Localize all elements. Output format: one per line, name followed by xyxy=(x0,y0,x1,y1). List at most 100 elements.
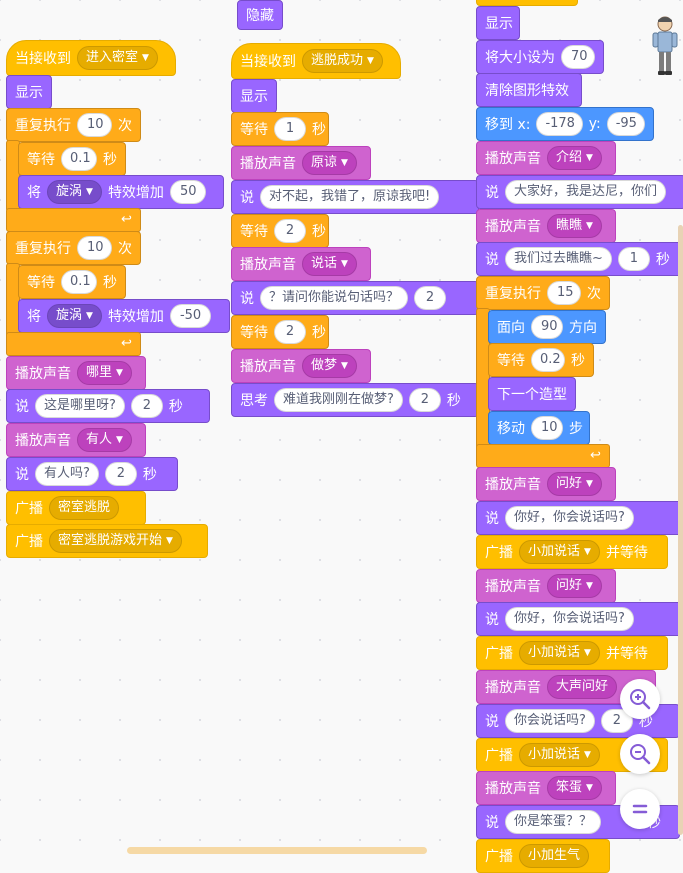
when-receive-hat-block[interactable]: 当接收到 逃脱成功▼ xyxy=(231,43,401,79)
say-text-input[interactable]: 这是哪里呀? xyxy=(35,394,125,418)
broadcast-and-wait-block[interactable]: 广播 小加说话▼ 并等待 xyxy=(476,535,668,569)
clear-effects-block[interactable]: 清除图形特效 xyxy=(476,73,582,107)
repeat-block[interactable]: 重复执行 15 次 xyxy=(476,276,610,310)
y-input[interactable]: -95 xyxy=(606,112,645,136)
set-size-block[interactable]: 将大小设为 70 xyxy=(476,40,604,74)
message-dropdown[interactable]: 密室逃脱游戏开始▼ xyxy=(49,529,182,553)
zoom-out-button[interactable] xyxy=(620,734,660,774)
wait-seconds-input[interactable]: 2 xyxy=(274,219,306,243)
wait-block[interactable]: 等待 0.2 秒 xyxy=(488,343,594,377)
play-sound-block[interactable]: 播放声音 做梦▼ xyxy=(231,349,371,383)
play-sound-block[interactable]: 播放声音 哪里▼ xyxy=(6,356,146,390)
vertical-scrollbar[interactable] xyxy=(678,225,683,835)
play-sound-block[interactable]: 播放声音 原谅▼ xyxy=(231,146,371,180)
zoom-in-button[interactable] xyxy=(620,679,660,719)
broadcast-block[interactable]: 广播 小加生气 xyxy=(476,839,610,873)
say-seconds-input[interactable]: 2 xyxy=(104,462,137,486)
direction-input[interactable]: 90 xyxy=(531,315,563,339)
wait-block[interactable]: 等待 2 秒 xyxy=(231,214,329,248)
zoom-reset-button[interactable] xyxy=(620,789,660,829)
event-block-partial[interactable] xyxy=(476,0,578,6)
when-receive-hat-block[interactable]: 当接收到 进入密室▼ xyxy=(6,40,176,76)
go-to-xy-block[interactable]: 移到 x: -178 y: -95 xyxy=(476,107,654,141)
say-block[interactable]: 说 你好，你会说话吗? xyxy=(476,602,683,636)
sound-dropdown[interactable]: 有人▼ xyxy=(77,428,132,452)
wait-seconds-input[interactable]: 1 xyxy=(274,117,306,141)
play-sound-block[interactable]: 播放声音 问好▼ xyxy=(476,569,616,603)
repeat-count-input[interactable]: 15 xyxy=(547,281,581,305)
message-dropdown[interactable]: 小加说话▼ xyxy=(519,641,600,665)
say-text-input[interactable]: 你是笨蛋？？ xyxy=(505,810,602,834)
wait-seconds-input[interactable]: 0.2 xyxy=(531,348,565,372)
play-sound-block[interactable]: 播放声音 笨蛋▼ xyxy=(476,771,616,805)
wait-seconds-input[interactable]: 0.1 xyxy=(61,147,97,171)
message-dropdown[interactable]: 小加说话▼ xyxy=(519,743,600,767)
effect-dropdown[interactable]: 旋涡▼ xyxy=(47,180,102,204)
play-sound-block[interactable]: 播放声音 问好▼ xyxy=(476,467,616,501)
play-sound-block[interactable]: 播放声音 瞧瞧▼ xyxy=(476,209,616,243)
sound-dropdown[interactable]: 问好▼ xyxy=(547,472,602,496)
message-dropdown[interactable]: 进入密室▼ xyxy=(77,46,158,70)
horizontal-scrollbar[interactable] xyxy=(127,847,427,854)
sound-dropdown[interactable]: 哪里▼ xyxy=(77,361,132,385)
play-sound-block[interactable]: 播放声音 有人▼ xyxy=(6,423,146,457)
sound-dropdown[interactable]: 介绍▼ xyxy=(547,146,602,170)
sound-dropdown[interactable]: 瞧瞧▼ xyxy=(547,214,602,238)
wait-seconds-input[interactable]: 2 xyxy=(274,320,306,344)
effect-value-input[interactable]: 50 xyxy=(169,180,207,204)
sound-dropdown[interactable]: 说话▼ xyxy=(302,252,357,276)
broadcast-block[interactable]: 广播 密室逃脱 xyxy=(6,491,146,525)
say-text-input[interactable]: 你好，你会说话吗? xyxy=(505,506,634,530)
broadcast-block[interactable]: 广播 密室逃脱游戏开始▼ xyxy=(6,524,208,558)
move-steps-block[interactable]: 移动 10 步 xyxy=(488,411,590,445)
wait-block[interactable]: 等待 0.1 秒 xyxy=(18,265,126,299)
say-seconds-input[interactable]: 2 xyxy=(130,394,163,418)
hide-block[interactable]: 隐藏 xyxy=(237,0,283,30)
say-text-input[interactable]: 你会说话吗? xyxy=(505,709,595,733)
broadcast-and-wait-block[interactable]: 广播 小加说话▼ 并等待 xyxy=(476,636,668,670)
say-block[interactable]: 说 你好，你会说话吗? xyxy=(476,501,683,535)
say-for-secs-block[interactable]: 说 我们过去瞧瞧~ 1 秒 xyxy=(476,242,683,276)
think-text-input[interactable]: 难道我刚刚在做梦? xyxy=(274,388,403,412)
size-value-input[interactable]: 70 xyxy=(561,45,595,69)
say-seconds-input[interactable]: 2 xyxy=(414,286,447,310)
sound-dropdown[interactable]: 问好▼ xyxy=(547,574,602,598)
say-seconds-input[interactable]: 1 xyxy=(617,247,650,271)
show-block[interactable]: 显示 xyxy=(6,75,52,109)
say-text-input[interactable]: 有人吗? xyxy=(35,462,99,486)
say-block[interactable]: 说 对不起，我错了，原谅我吧! xyxy=(231,180,479,214)
say-text-input[interactable]: 大家好，我是达尼，你们 xyxy=(505,180,667,204)
sound-dropdown[interactable]: 笨蛋▼ xyxy=(547,776,602,800)
effect-dropdown[interactable]: 旋涡▼ xyxy=(47,304,102,328)
wait-seconds-input[interactable]: 0.1 xyxy=(61,270,97,294)
point-in-direction-block[interactable]: 面向 90 方向 xyxy=(488,310,606,344)
message-dropdown[interactable]: 逃脱成功▼ xyxy=(302,49,383,73)
say-for-secs-block[interactable]: 说 这是哪里呀? 2 秒 xyxy=(6,389,210,423)
say-for-secs-block[interactable]: 说 ？请问你能说句话吗？ 2 xyxy=(231,281,479,315)
say-for-secs-block[interactable]: 说 有人吗? 2 秒 xyxy=(6,457,178,491)
repeat-count-input[interactable]: 10 xyxy=(77,236,112,260)
message-dropdown[interactable]: 小加说话▼ xyxy=(519,540,600,564)
show-block[interactable]: 显示 xyxy=(476,6,520,40)
move-steps-input[interactable]: 10 xyxy=(531,416,563,440)
wait-block[interactable]: 等待 1 秒 xyxy=(231,112,329,146)
wait-block[interactable]: 等待 0.1 秒 xyxy=(18,142,126,176)
change-effect-block[interactable]: 将 旋涡▼ 特效增加 50 xyxy=(18,175,224,209)
say-text-input[interactable]: 对不起，我错了，原谅我吧! xyxy=(260,185,440,209)
repeat-count-input[interactable]: 10 xyxy=(77,113,112,137)
show-block[interactable]: 显示 xyxy=(231,79,277,113)
effect-value-input[interactable]: -50 xyxy=(169,304,212,328)
play-sound-block[interactable]: 播放声音 介绍▼ xyxy=(476,141,616,175)
think-seconds-input[interactable]: 2 xyxy=(408,388,441,412)
next-costume-block[interactable]: 下一个造型 xyxy=(488,377,576,411)
sound-dropdown[interactable]: 原谅▼ xyxy=(302,151,357,175)
message-dropdown[interactable]: 小加生气 xyxy=(519,844,590,868)
x-input[interactable]: -178 xyxy=(536,112,583,136)
say-text-input[interactable]: 我们过去瞧瞧~ xyxy=(505,247,612,271)
say-text-input[interactable]: ？请问你能说句话吗？ xyxy=(260,286,409,310)
repeat-block[interactable]: 重复执行 10 次 xyxy=(6,108,141,142)
say-block[interactable]: 说 大家好，我是达尼，你们 xyxy=(476,175,683,209)
wait-block[interactable]: 等待 2 秒 xyxy=(231,315,329,349)
repeat-block[interactable]: 重复执行 10 次 xyxy=(6,231,141,265)
